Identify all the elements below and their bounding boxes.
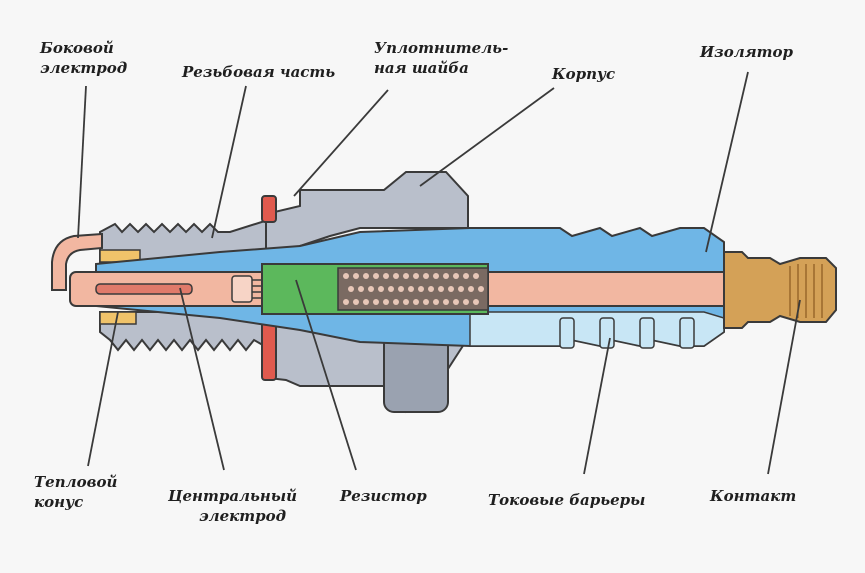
- label-resistor: Резистор: [340, 487, 427, 505]
- resistor-mesh-pattern: [343, 273, 484, 305]
- label-body: Корпус: [552, 65, 616, 83]
- contact-terminal: [723, 251, 837, 329]
- washer-upper: [261, 195, 277, 223]
- label-heat-cone: Тепловой конус: [34, 473, 118, 511]
- electrode-head: [231, 275, 262, 303]
- label-contact: Контакт: [710, 487, 797, 505]
- label-current-barriers: Токовые барьеры: [488, 491, 646, 509]
- label-washer: Уплотнитель- ная шайба: [374, 39, 509, 77]
- thread-lower: [99, 311, 269, 352]
- current-barrier-ribs: [559, 317, 695, 349]
- label-thread: Резьбовая часть: [182, 63, 336, 81]
- label-side-electrode: Боковой электрод: [40, 39, 128, 77]
- side-electrode: [51, 232, 103, 291]
- center-electrode-core: [95, 283, 193, 295]
- label-center-electrode: Центральный электрод: [168, 487, 298, 525]
- label-insulator: Изолятор: [700, 43, 794, 61]
- leader-lines: [77, 71, 801, 475]
